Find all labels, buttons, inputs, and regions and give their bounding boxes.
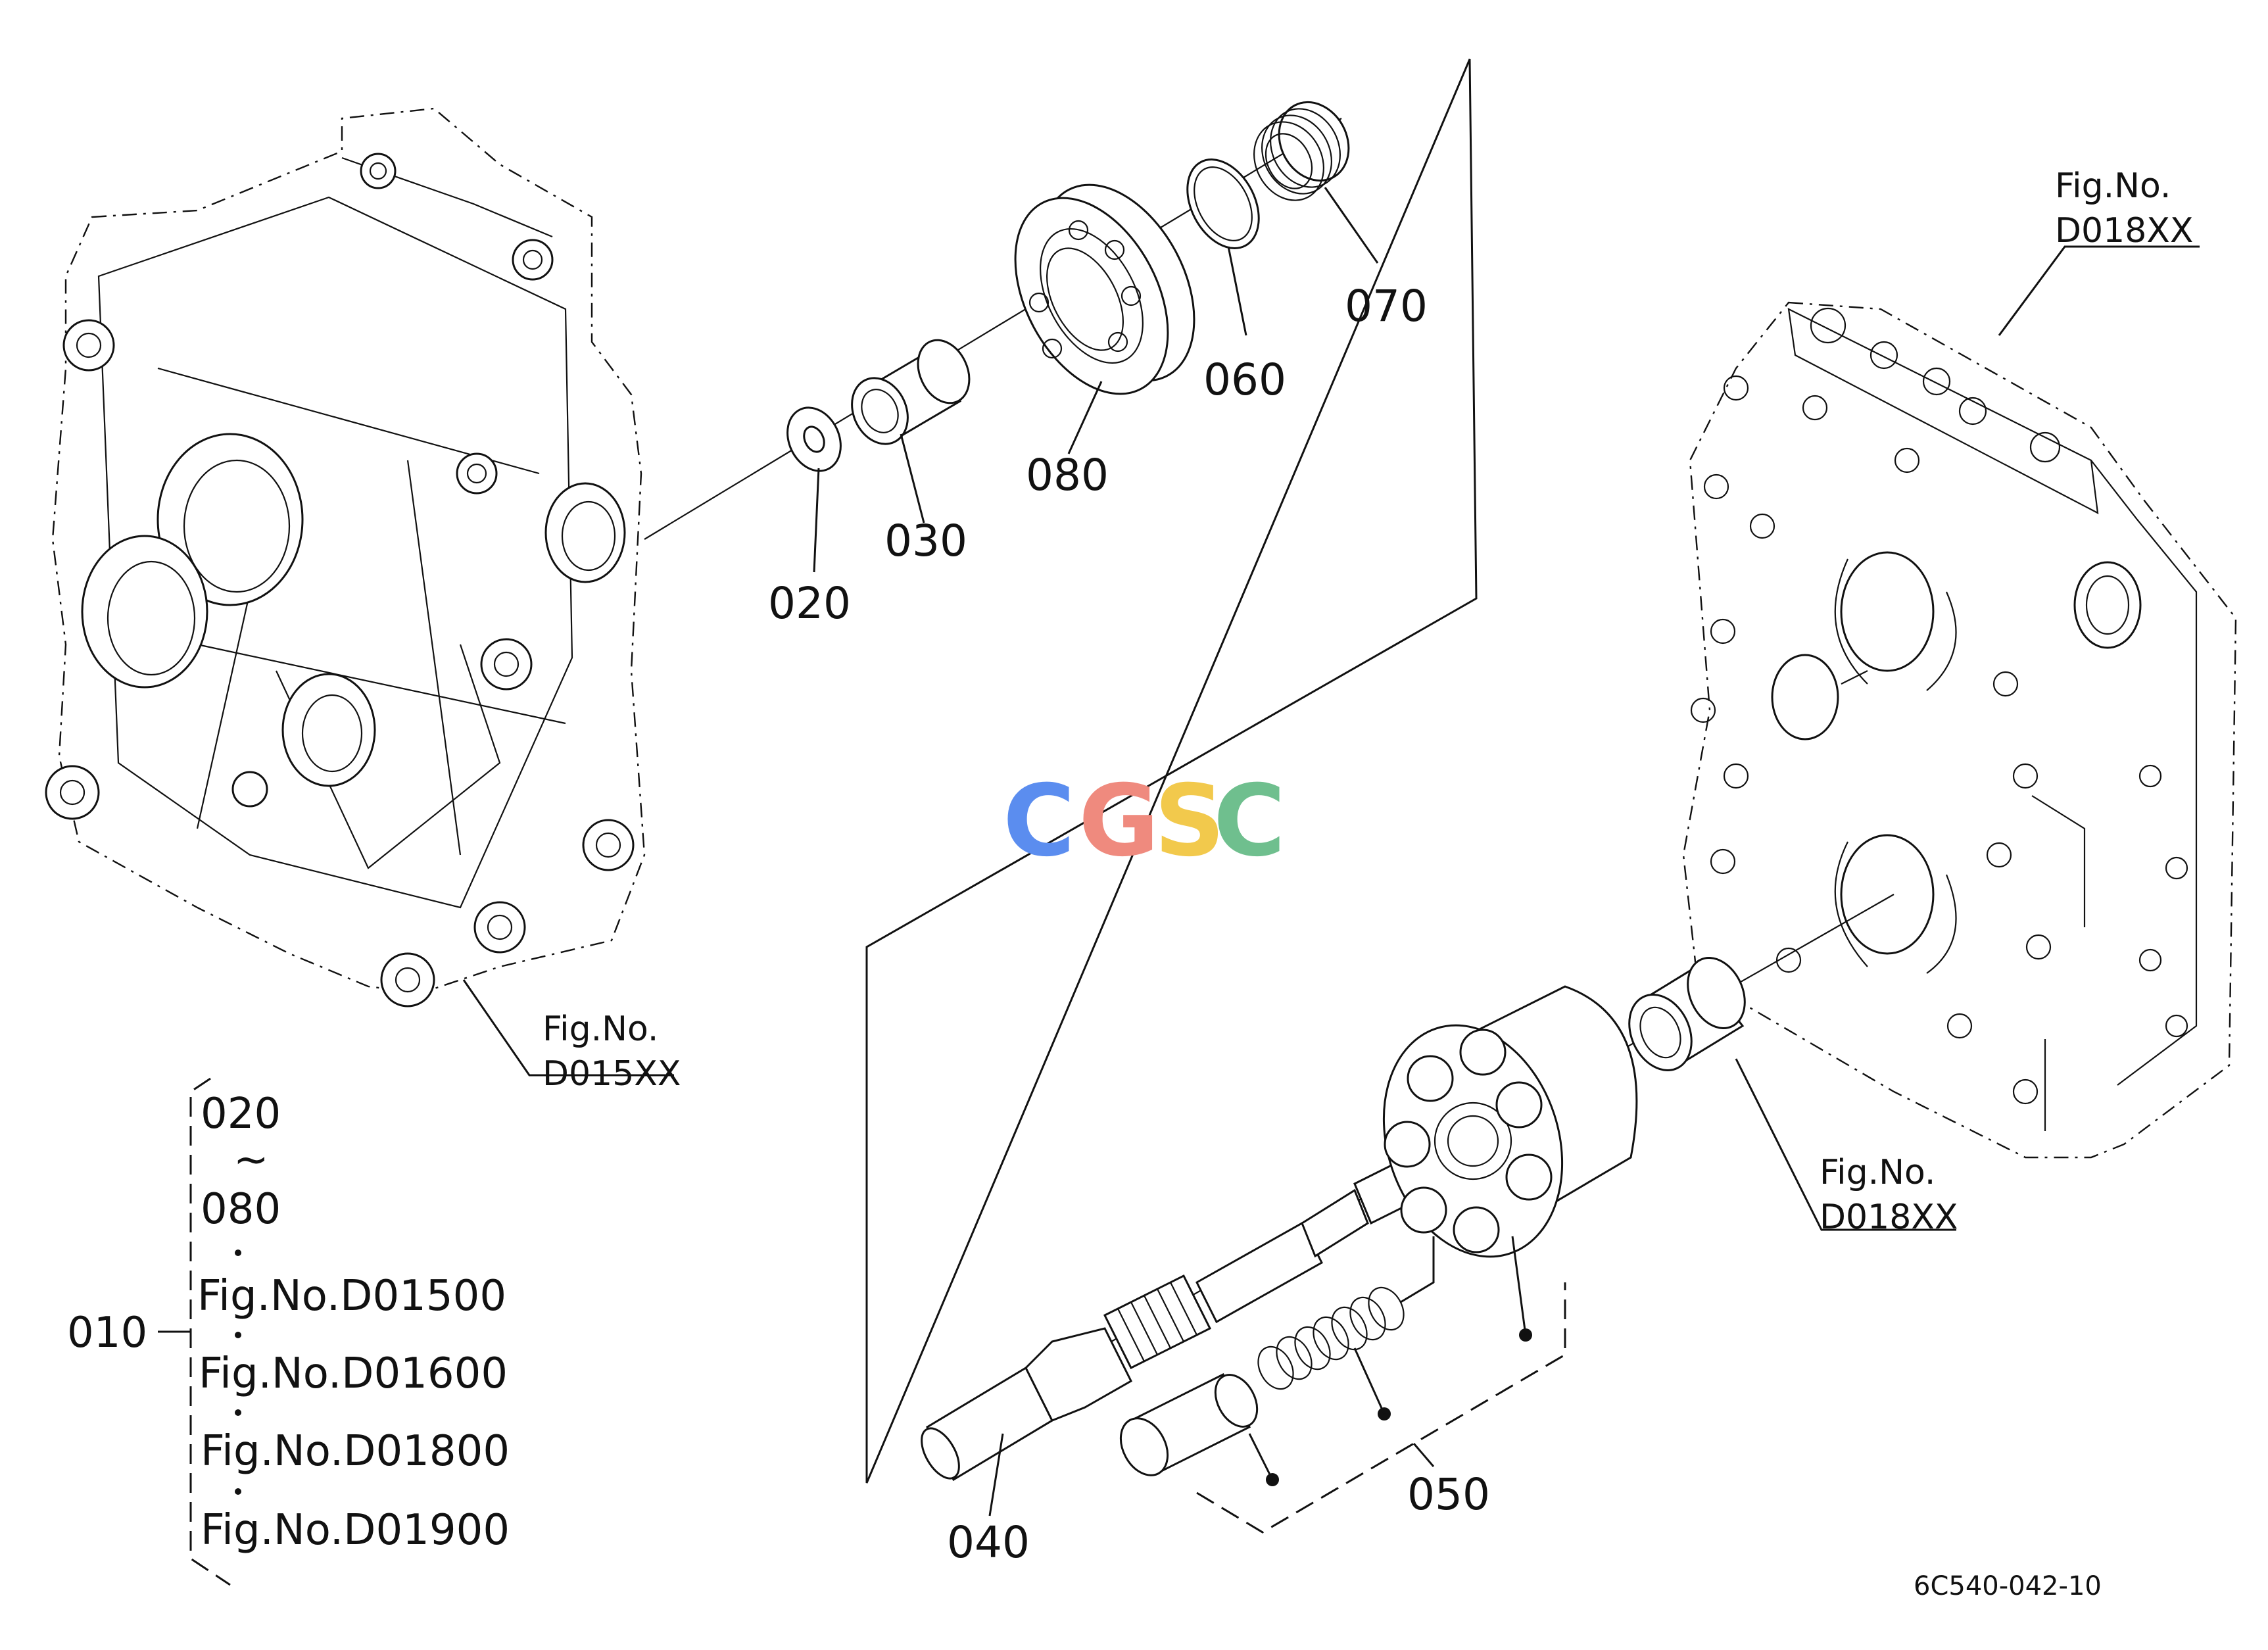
watermark-letter-2: G: [1078, 764, 1159, 879]
figref-bottom-right-line2: D018XX: [1820, 1198, 1958, 1237]
bracket-050: [1196, 1282, 1566, 1534]
part-050-piston-set: [1119, 1236, 1566, 1534]
figref-top-right-line1: Fig.No.: [2055, 166, 2171, 206]
cover-bushing: [1628, 957, 1746, 1071]
assembly-bracket: [189, 1077, 231, 1586]
part-080-bearing: [1014, 183, 1195, 395]
assembly-number: 010: [67, 1309, 147, 1357]
drawing-code: 6C540-042-10: [1914, 1571, 2102, 1601]
part-030-bushing: [851, 339, 971, 445]
assembly-figure-4: Fig.No.D01900: [201, 1506, 510, 1555]
assembly-figure-2: Fig.No.D01600: [199, 1349, 508, 1398]
figref-bottom-right-line1: Fig.No.: [1820, 1153, 1935, 1192]
callout-060: 060: [1203, 354, 1286, 405]
section-plane: [865, 59, 1478, 1484]
top-shaft-assembly: [644, 101, 1379, 573]
figref-left-line2: D015XX: [543, 1054, 681, 1094]
callout-080: 080: [1026, 450, 1109, 500]
assembly-figure-3: Fig.No.D01800: [201, 1427, 510, 1476]
cylinder-block: [1382, 985, 1638, 1258]
leader-top-right: [1998, 245, 2200, 336]
assembly-figure-1: Fig.No.D01500: [197, 1272, 506, 1321]
left-housing: [45, 107, 646, 1007]
watermark-letter-3: S: [1154, 764, 1225, 879]
callout-030: 030: [884, 516, 967, 566]
callout-050: 050: [1407, 1469, 1490, 1520]
part-070-spring: [1253, 101, 1350, 201]
watermark-letter-1: C: [1003, 764, 1075, 879]
assembly-key: 010 020 ~ 080 Fig.No.D01500 Fig.No.D0160…: [67, 1077, 510, 1586]
watermark: C G S C: [1003, 764, 1286, 879]
leader-left-housing: [462, 979, 674, 1077]
lower-shaft-assembly: [921, 894, 1894, 1534]
figref-left-line1: Fig.No.: [543, 1009, 658, 1049]
right-cover: [1682, 301, 2237, 1159]
callout-020: 020: [768, 578, 851, 629]
range-separator: ~: [233, 1136, 269, 1184]
range-end: 080: [201, 1185, 281, 1234]
callout-070: 070: [1345, 281, 1428, 331]
part-020-washer: [786, 406, 842, 472]
figref-top-right-line2: D018XX: [2055, 211, 2194, 251]
watermark-letter-4: C: [1213, 764, 1286, 879]
range-start: 020: [201, 1090, 281, 1138]
part-060-snap-ring: [1186, 158, 1260, 249]
callout-040: 040: [947, 1517, 1030, 1568]
leader-bottom-right: [1735, 1058, 1956, 1231]
